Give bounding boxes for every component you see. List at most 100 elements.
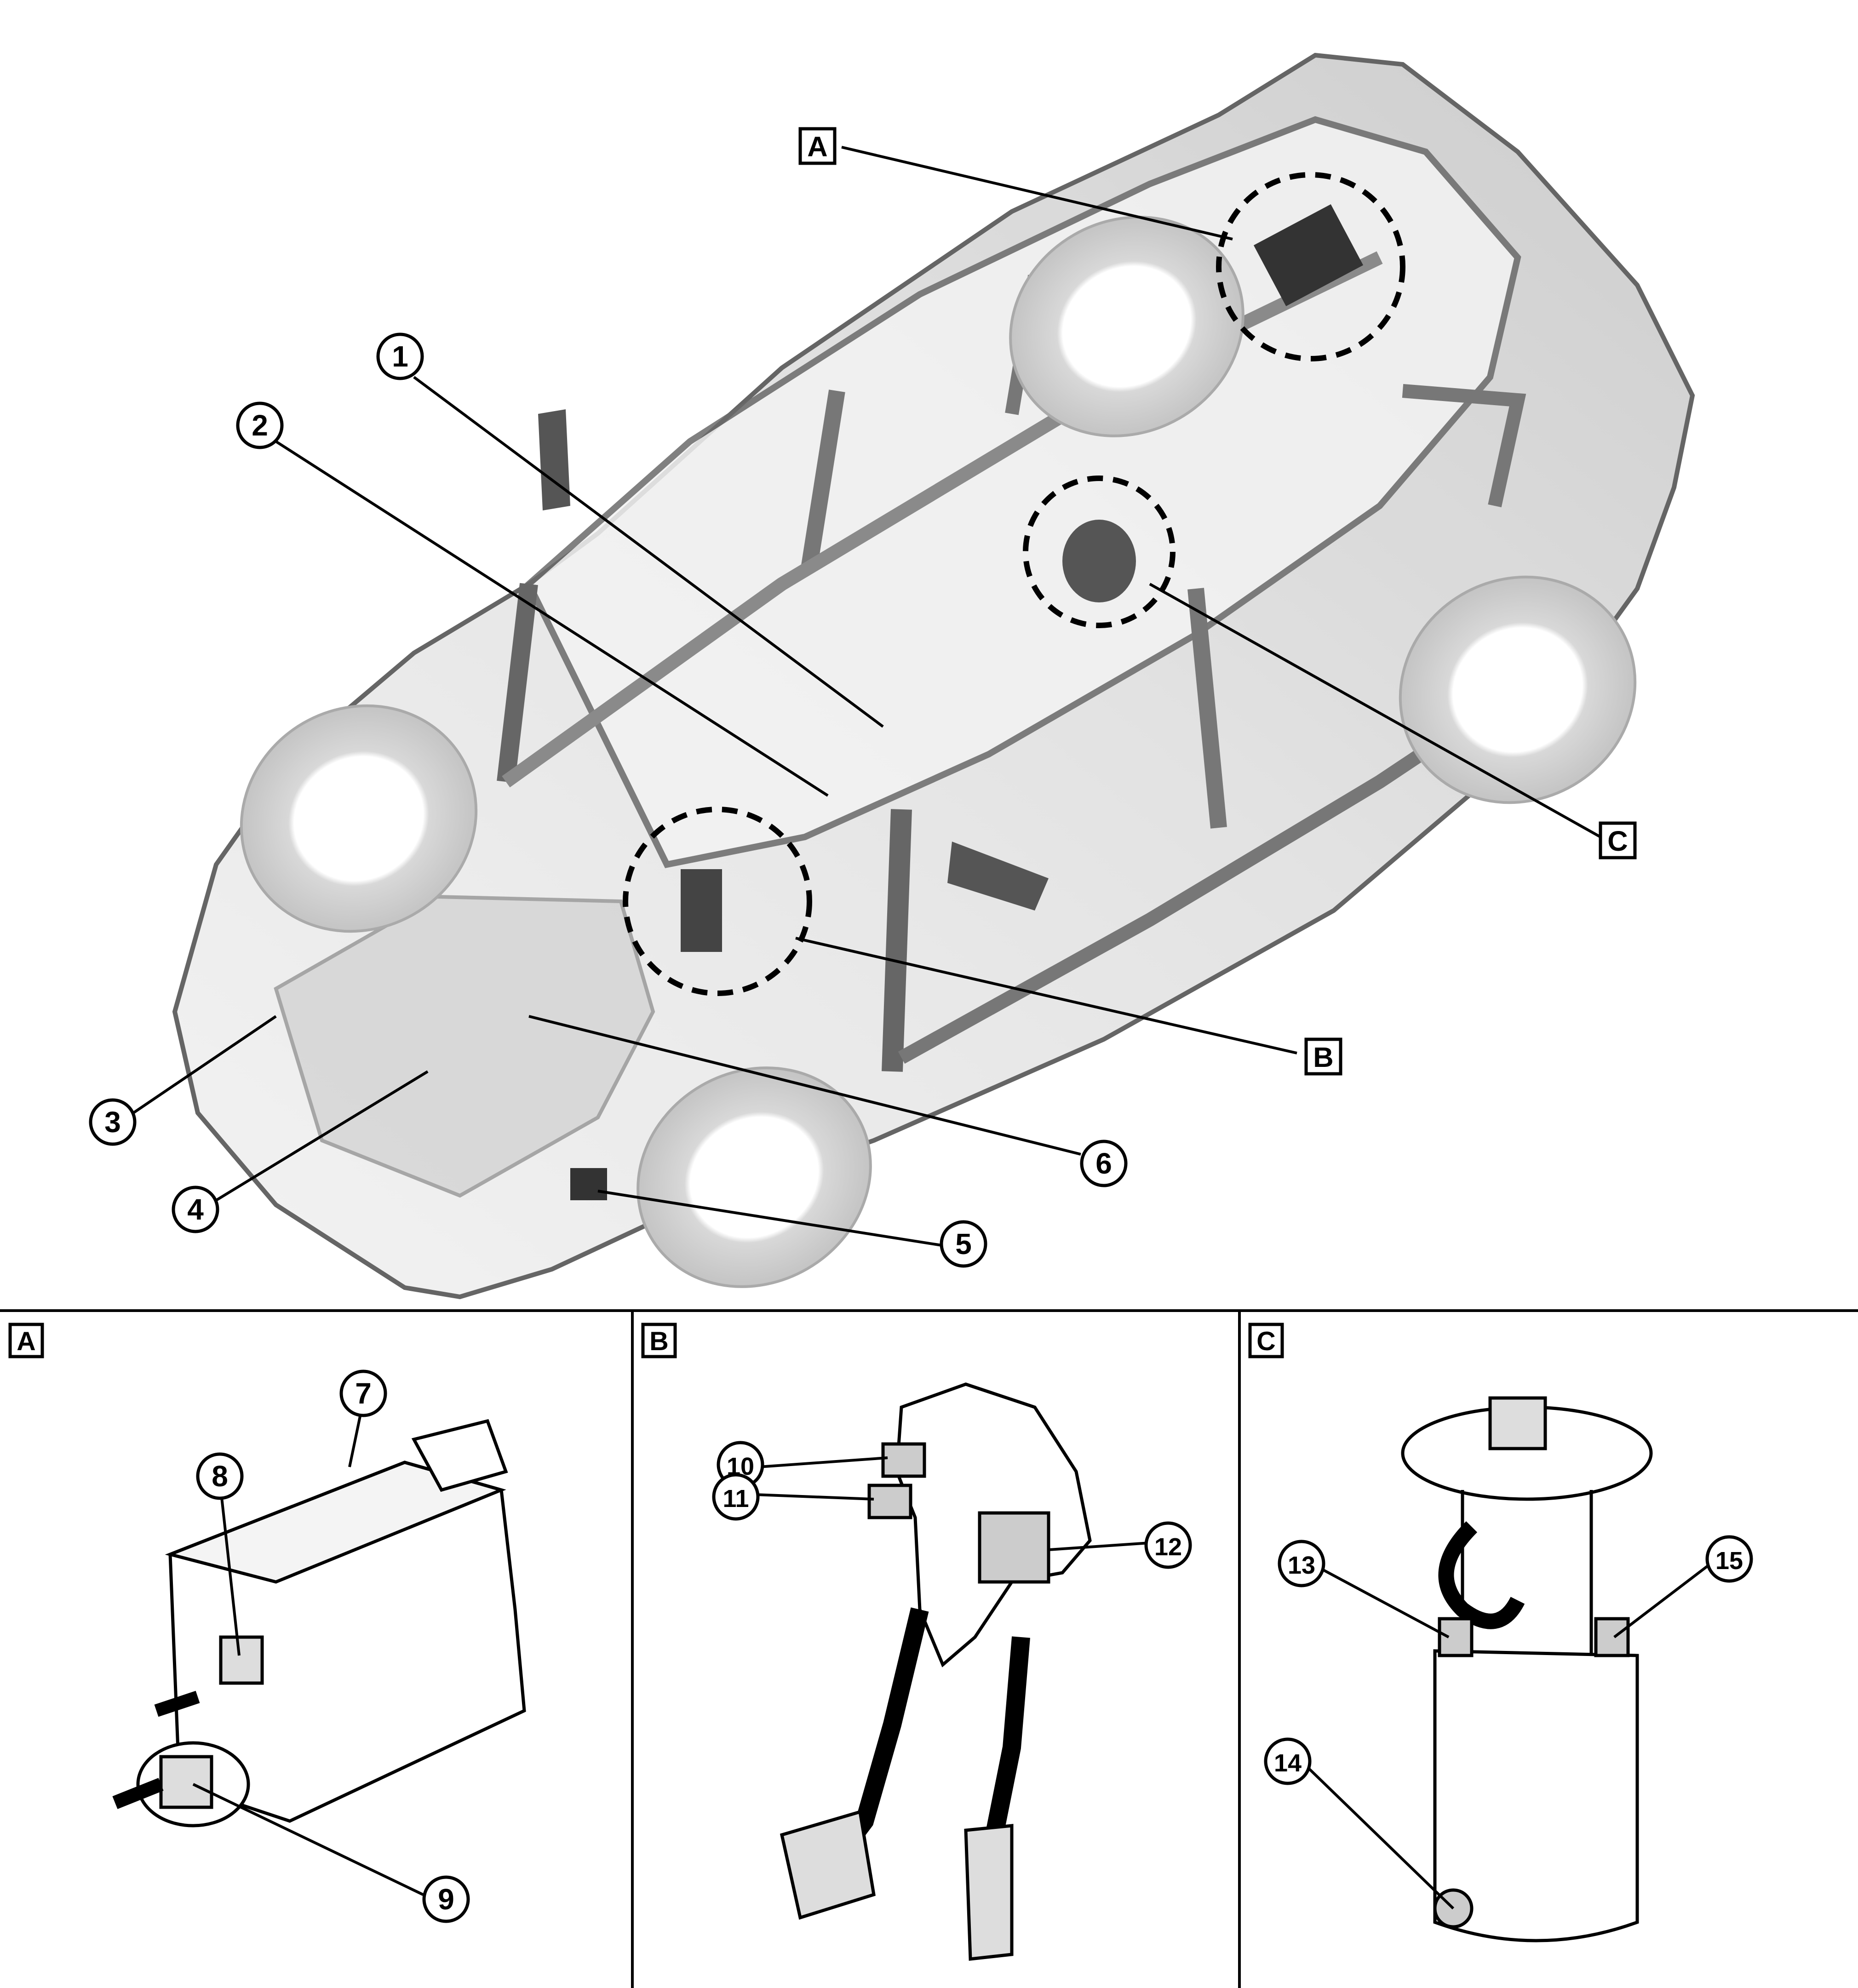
leader-9 <box>192 1783 424 1896</box>
canister-in-vehicle <box>1253 204 1364 306</box>
detail-circle-a <box>1216 172 1405 361</box>
rear-pillar-right <box>1187 588 1227 829</box>
callout-7-number: 7 <box>355 1377 372 1410</box>
b-pillar <box>801 390 845 567</box>
tire-rear-right <box>1399 575 1637 804</box>
detail-ref-a: A <box>798 127 837 165</box>
callout-3: 3 <box>89 1098 137 1146</box>
leader-10 <box>758 1456 888 1468</box>
callout-3-ring <box>89 1098 137 1146</box>
leader-a <box>841 146 1233 241</box>
vehicle-detail-refs: A B C <box>798 127 1637 1076</box>
canister-top-face <box>165 1461 506 1584</box>
front-pillar-right <box>882 809 912 1072</box>
leader-13 <box>1319 1567 1450 1639</box>
detail-panels <box>0 1309 1858 1988</box>
panel-c-leaders <box>1305 1562 1712 1910</box>
pump-reservoir <box>1433 1649 1639 1942</box>
switch-10 <box>881 1442 926 1478</box>
panel-b-illustration <box>780 1382 1092 1961</box>
detail-ref-c: C <box>1599 821 1637 859</box>
callout-4-number: 4 <box>187 1193 204 1226</box>
panel-label-c-frame <box>1248 1323 1284 1358</box>
canister-pipe <box>112 1778 164 1809</box>
callout-9: 9 <box>422 1875 470 1923</box>
tire-rear-left <box>1009 216 1244 437</box>
pump-part-15 <box>1594 1617 1630 1657</box>
vehicle-illustration <box>132 52 1695 1300</box>
panel-label-c-letter: C <box>1256 1327 1275 1356</box>
detail-ref-b-letter: B <box>1313 1042 1333 1073</box>
callout-15: 15 <box>1705 1535 1753 1583</box>
mirror-right <box>947 842 1049 911</box>
vehicle-leader-lines <box>132 146 1601 1248</box>
callout-11-ring <box>712 1473 760 1521</box>
callout-5: 5 <box>940 1220 987 1268</box>
callout-11: 11 <box>712 1473 760 1521</box>
callout-11-number: 11 <box>723 1485 749 1512</box>
door-frame-right <box>1402 384 1526 508</box>
panel-labels: A B C <box>8 1323 1284 1358</box>
leader-3 <box>132 1015 277 1114</box>
sensor-5-in-vehicle <box>570 1168 607 1200</box>
callout-12-ring <box>1144 1521 1192 1569</box>
canister-pipe-2 <box>154 1690 200 1717</box>
detail-ref-a-frame <box>798 127 837 165</box>
panel-label-a: A <box>8 1323 44 1358</box>
panel-a-leaders <box>192 1411 424 1896</box>
detail-ref-a-letter: A <box>807 131 827 163</box>
callout-6: 6 <box>1080 1140 1128 1187</box>
callout-9-number: 9 <box>438 1883 454 1916</box>
leader-7 <box>348 1411 362 1467</box>
callout-15-ring <box>1705 1535 1753 1583</box>
callout-14: 14 <box>1264 1737 1312 1785</box>
callout-12: 12 <box>1144 1521 1192 1569</box>
callout-6-ring <box>1080 1140 1128 1187</box>
callout-12-number: 12 <box>1154 1533 1182 1561</box>
detail-ref-b-frame <box>1304 1037 1342 1076</box>
canister-valve-8 <box>219 1635 264 1685</box>
callout-9-ring <box>422 1875 470 1923</box>
leader-c <box>1149 583 1601 838</box>
detail-ref-c-frame <box>1599 821 1637 859</box>
leader-5 <box>597 1190 948 1248</box>
callout-5-ring <box>940 1220 987 1268</box>
panel-label-b-letter: B <box>649 1327 668 1356</box>
brake-pedal-pad <box>780 1810 876 1920</box>
accelerator-pad <box>964 1824 1014 1961</box>
leader-8 <box>218 1480 241 1656</box>
leader-12 <box>1048 1541 1150 1551</box>
callout-1: 1 <box>376 332 424 380</box>
detail-circle-c <box>1023 476 1176 628</box>
callout-13-ring <box>1278 1540 1325 1587</box>
detail-circle-b <box>623 807 812 996</box>
tire-front-right <box>637 1066 872 1288</box>
a-pillar <box>497 583 538 783</box>
callout-7: 7 <box>339 1369 387 1417</box>
callout-14-ring <box>1264 1737 1312 1785</box>
panel-c-illustration <box>1401 1396 1653 1942</box>
pump-part-13 <box>1438 1617 1474 1657</box>
detail-ref-c-letter: C <box>1607 825 1628 857</box>
accelerator-arm <box>984 1636 1030 1841</box>
panel-a-illustration <box>112 1419 526 1828</box>
switch-11 <box>867 1484 912 1519</box>
callout-13-number: 13 <box>1288 1552 1315 1579</box>
leader-15 <box>1613 1562 1712 1639</box>
callout-8-number: 8 <box>212 1460 228 1493</box>
leader-b <box>795 937 1297 1054</box>
panel-b-leaders <box>754 1456 1150 1551</box>
pedal-sensor-12 <box>978 1511 1050 1584</box>
pedal-in-vehicle <box>681 869 722 952</box>
panel-label-a-letter: A <box>17 1327 35 1356</box>
callout-2-ring <box>236 401 284 449</box>
callout-5-number: 5 <box>955 1227 972 1260</box>
callout-4-ring <box>172 1186 219 1233</box>
leader-1 <box>413 376 884 728</box>
panel-label-c: C <box>1248 1323 1284 1358</box>
panel-label-a-frame <box>8 1323 44 1358</box>
leader-6 <box>528 1015 1081 1156</box>
